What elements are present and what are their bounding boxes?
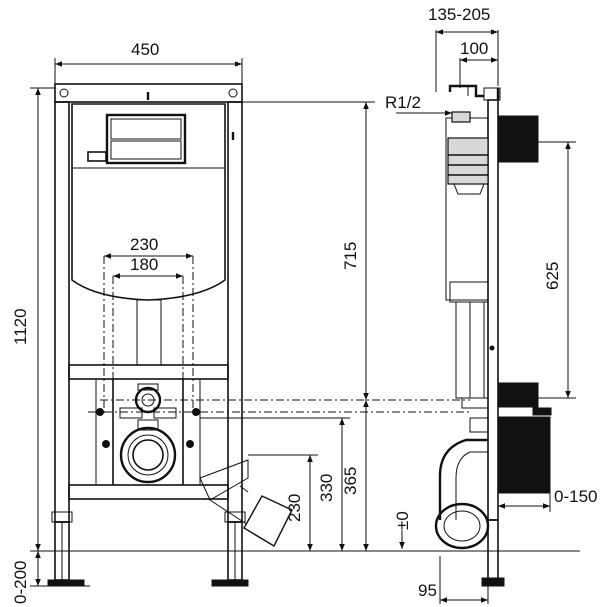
side-foot [481,577,505,587]
dim-frame-width: 450 [131,40,159,59]
wall-bracket-bottom [497,416,551,494]
side-frame [487,99,499,521]
drain-elbow [199,459,249,501]
dim-depth-100: 100 [460,39,488,58]
waste-bend [438,438,488,520]
wall-bracket-lower [497,382,539,408]
left-foot [47,579,85,587]
dim-frame-height: 1120 [11,308,30,345]
dim-depth-range: 135-205 [428,5,490,24]
dim-pipe-inner: 180 [130,255,158,274]
mount-hole-right [228,88,238,98]
side-view [434,84,552,587]
front-view [47,83,470,587]
dim-side-625: 625 [543,262,562,290]
dim-outlet-230: 230 [285,494,304,522]
dim-outlet-365: 365 [341,467,360,495]
dim-cistern-height: 715 [341,242,360,270]
flush-plate [105,113,187,165]
left-post [54,101,70,523]
dim-outlet-330: 330 [317,474,336,502]
right-foot [211,579,249,587]
right-post [227,101,243,523]
dim-side-adjust: 0-150 [554,487,597,506]
service-opening [87,151,107,162]
dim-thread: R1/2 [385,93,421,112]
dim-floor-level: ±0 [393,511,412,530]
bowl-bracket [95,378,201,486]
dim-bottom-95: 95 [418,581,437,600]
front-dimensions: 450 1120 0-200 230 180 715 365 330 230 [11,40,375,604]
side-dimensions: 135-205 100 R1/2 625 0-150 ±0 95 [385,5,597,604]
dim-pipe-outer: 230 [130,235,158,254]
mount-hole-left [59,88,69,98]
top-rail [54,83,243,103]
wall-bracket-upper [497,115,539,163]
dim-leg-adjust: 0-200 [11,561,30,604]
drain-outlet [119,426,177,484]
cross-bar-upper [68,364,229,380]
